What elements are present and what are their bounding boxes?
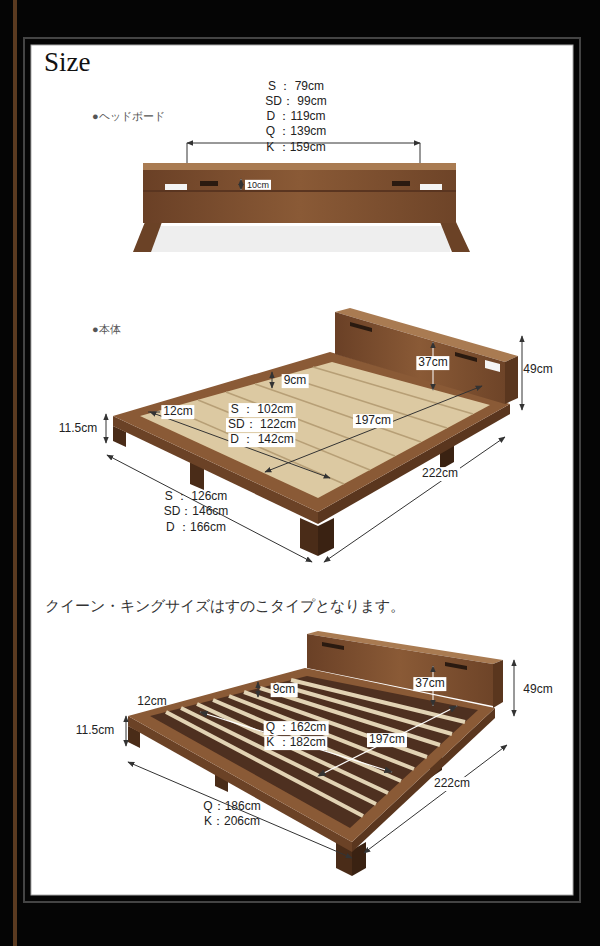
dimension-label: Q ：139cm [266, 125, 327, 139]
dimension-label: 10cm [245, 180, 271, 190]
dimension-label: 12cm [137, 695, 166, 709]
dimension-label: D ：166cm [166, 521, 226, 535]
dimension-label: K ：159cm [266, 141, 325, 155]
dimension-label: 49cm [523, 363, 552, 377]
headboard-figure [133, 143, 470, 252]
dimension-label: Q：186cm [203, 800, 260, 814]
dimension-label: 37cm [416, 356, 449, 370]
dimension-label: Q ：162cm [264, 721, 329, 735]
dimension-label: K：206cm [204, 815, 260, 829]
dimension-label: 11.5cm [76, 724, 114, 738]
dimension-label: SD：146cm [164, 505, 229, 519]
dimension-label: K ：182cm [264, 736, 327, 750]
section-label: ●ヘッドボード [92, 110, 165, 123]
dimension-label: D ：119cm [266, 110, 325, 124]
dimension-label: 49cm [523, 683, 552, 697]
dimension-label: 9cm [282, 374, 309, 388]
dimension-label: 11.5cm [59, 422, 97, 436]
page-title: Size [44, 49, 91, 76]
dimension-label: S ： 79cm [268, 80, 324, 94]
dimension-label: 222cm [420, 467, 460, 481]
section-label: ●本体 [92, 323, 121, 336]
dimension-label: SD： 122cm [226, 418, 298, 432]
dimension-label: S ： 126cm [165, 490, 228, 504]
dimension-label: S ： 102cm [229, 403, 296, 417]
bed-figure [126, 631, 514, 876]
dimension-label: SD： 99cm [265, 95, 326, 109]
bed-figure [106, 308, 522, 562]
dimension-label: 222cm [432, 777, 472, 791]
dimension-label: 37cm [413, 677, 446, 691]
dimension-label: 12cm [161, 405, 194, 419]
dimension-label: 9cm [271, 683, 298, 697]
dimension-label: 197cm [353, 414, 393, 428]
dimension-label: 197cm [367, 733, 407, 747]
note-text: クイーン・キングサイズはすのこタイプとなります。 [45, 598, 405, 615]
dimension-label: D ： 142cm [228, 433, 295, 447]
